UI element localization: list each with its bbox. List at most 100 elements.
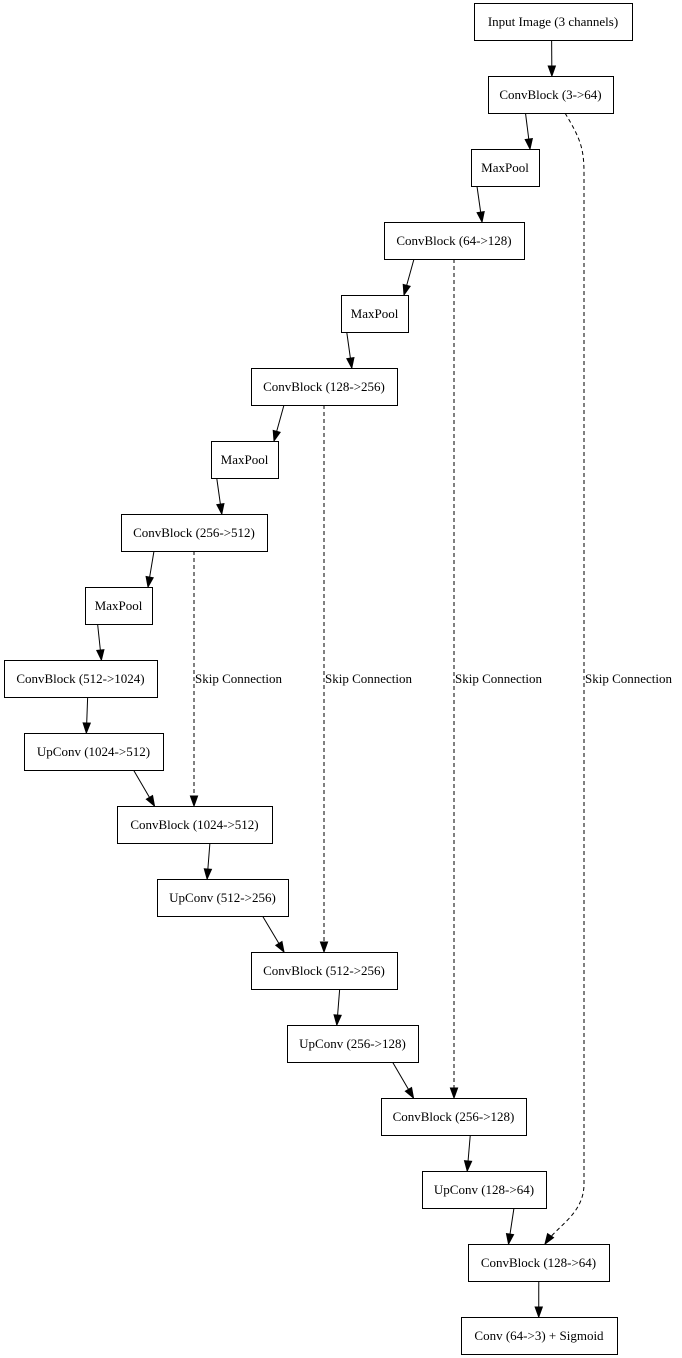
node-box [251, 952, 398, 990]
edge-dec3-to-up2 [333, 988, 342, 1027]
node-label: ConvBlock (128->64) [481, 1255, 596, 1270]
arrowhead-icon [402, 283, 411, 297]
edge-pool4-to-bottleneck [96, 623, 105, 662]
node-up4: UpConv (1024->512) [24, 733, 164, 771]
arrowhead-icon [216, 503, 225, 516]
node-label: ConvBlock (1024->512) [130, 817, 258, 832]
node-box [24, 733, 164, 771]
node-label: ConvBlock (128->256) [263, 379, 385, 394]
arrowhead-icon [189, 795, 199, 808]
node-input: Input Image (3 channels) [474, 3, 633, 41]
edge-bottleneck-to-up4 [82, 696, 92, 735]
node-label: UpConv (128->64) [434, 1182, 534, 1197]
skip-connection-label: Skip Connection [195, 671, 283, 686]
node-label: Input Image (3 channels) [488, 14, 618, 29]
arrowhead-icon [547, 65, 557, 78]
node-label: ConvBlock (3->64) [499, 87, 601, 102]
node-box [461, 1317, 618, 1355]
arrowhead-icon [274, 940, 285, 954]
arrowhead-icon [524, 138, 533, 151]
arrowhead-icon [145, 794, 156, 808]
node-up1: UpConv (128->64) [422, 1171, 547, 1209]
node-label: UpConv (512->256) [169, 890, 276, 905]
arrowhead-icon [404, 1086, 415, 1100]
arrowhead-icon [449, 1087, 459, 1100]
node-box [422, 1171, 547, 1209]
node-dec2: ConvBlock (256->128) [381, 1098, 527, 1136]
node-box [117, 806, 273, 844]
edge-dec1-to-output [534, 1280, 544, 1319]
skip-connection-label: Skip Connection [455, 671, 543, 686]
node-dec1: ConvBlock (128->64) [468, 1244, 610, 1282]
skip-connection-label: Skip Connection [585, 671, 673, 686]
node-label: MaxPool [481, 160, 529, 175]
edge-up2-to-dec2 [392, 1061, 415, 1100]
node-box [384, 222, 525, 260]
arrowhead-icon [346, 357, 355, 370]
skip-connection-enc4-to-dec4: Skip Connection [189, 551, 283, 808]
node-box [474, 3, 633, 41]
node-box [157, 879, 289, 917]
node-dec3: ConvBlock (512->256) [251, 952, 398, 990]
node-label: MaxPool [95, 598, 143, 613]
edge-up3-to-dec3 [262, 915, 285, 954]
edge-pool3-to-enc4 [216, 477, 225, 516]
arrowhead-icon [463, 1160, 473, 1173]
node-label: UpConv (256->128) [299, 1036, 406, 1051]
skip-connection-enc3-to-dec3: Skip Connection [319, 405, 413, 954]
node-enc1: ConvBlock (3->64) [488, 76, 614, 114]
node-box [85, 587, 153, 625]
node-bottleneck: ConvBlock (512->1024) [4, 660, 158, 698]
arrowhead-icon [203, 868, 213, 881]
edge-enc4-to-pool4 [145, 550, 155, 589]
node-label: UpConv (1024->512) [37, 744, 150, 759]
skip-connection-enc1-to-dec1: Skip Connection [544, 112, 673, 1246]
node-label: ConvBlock (256->128) [393, 1109, 515, 1124]
node-up2: UpConv (256->128) [287, 1025, 419, 1063]
arrowhead-icon [544, 1232, 555, 1246]
edge-input-to-enc1 [547, 39, 557, 78]
node-box [468, 1244, 610, 1282]
node-dec4: ConvBlock (1024->512) [117, 806, 273, 844]
arrowhead-icon [476, 210, 485, 224]
arrowhead-icon [333, 1014, 342, 1027]
edge-dec4-to-up3 [203, 842, 213, 881]
arrowhead-icon [272, 429, 281, 443]
node-pool3: MaxPool [211, 441, 279, 479]
node-output: Conv (64->3) + Sigmoid [461, 1317, 618, 1355]
edge-up4-to-dec4 [133, 769, 156, 808]
skip-connection-label: Skip Connection [325, 671, 413, 686]
arrowhead-icon [505, 1232, 515, 1246]
node-label: MaxPool [351, 306, 399, 321]
edge-up1-to-dec1 [505, 1207, 515, 1246]
node-label: ConvBlock (512->256) [263, 963, 385, 978]
edge-enc3-to-pool3 [272, 404, 285, 443]
skip-connections-layer: Skip Connection Skip Connection Skip Conne… [189, 112, 673, 1246]
arrowhead-icon [96, 649, 105, 662]
node-enc2: ConvBlock (64->128) [384, 222, 525, 260]
edge-enc1-to-pool1 [524, 112, 533, 151]
arrowhead-icon [145, 575, 154, 589]
node-box [488, 76, 614, 114]
nodes-layer: Input Image (3 channels) ConvBlock (3->64… [4, 3, 633, 1355]
node-box [287, 1025, 419, 1063]
node-box [341, 295, 409, 333]
edge-enc2-to-pool2 [402, 258, 415, 297]
node-label: MaxPool [221, 452, 269, 467]
node-box [211, 441, 279, 479]
node-label: Conv (64->3) + Sigmoid [474, 1328, 604, 1343]
edge-dec2-to-up1 [463, 1134, 473, 1173]
node-box [121, 514, 268, 552]
node-box [4, 660, 158, 698]
arrowhead-icon [319, 941, 329, 954]
node-pool1: MaxPool [471, 149, 540, 187]
node-pool4: MaxPool [85, 587, 153, 625]
arrowhead-icon [534, 1306, 544, 1319]
edges-layer [82, 39, 557, 1319]
skip-connection-enc2-to-dec2: Skip Connection [449, 259, 543, 1100]
edge-pool1-to-enc2 [476, 185, 485, 224]
edge-pool2-to-enc3 [346, 331, 355, 370]
skip-edge-line [544, 112, 585, 1245]
node-label: ConvBlock (256->512) [133, 525, 255, 540]
